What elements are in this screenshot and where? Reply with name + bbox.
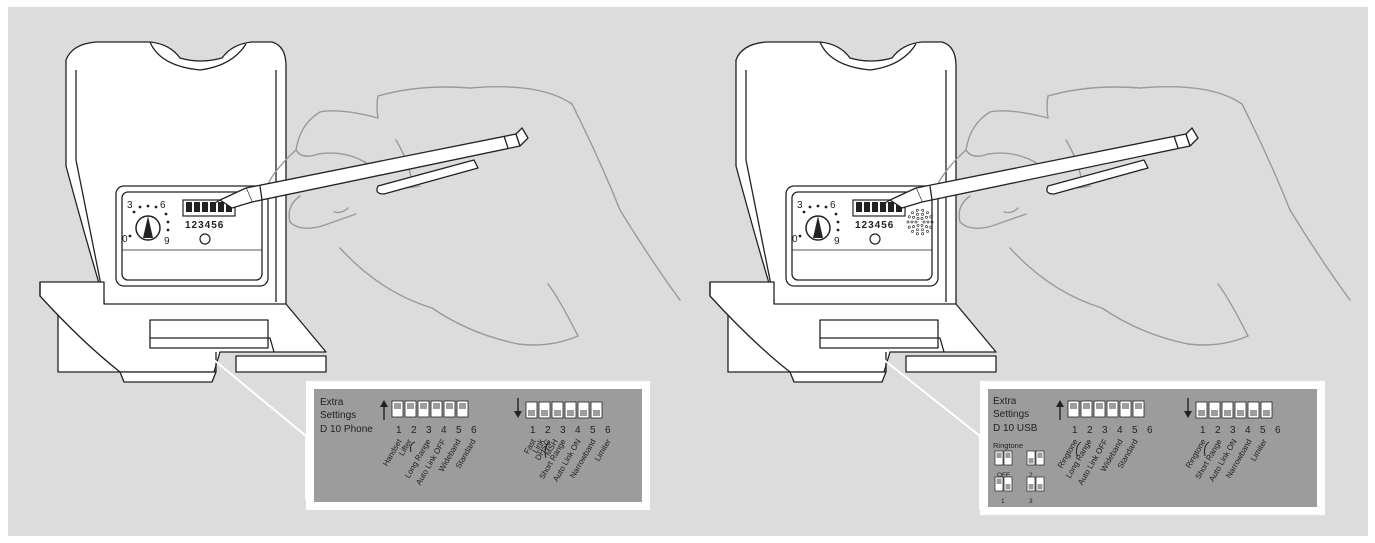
dip-switch-4 <box>1235 402 1246 418</box>
callout-title-line-2: Settings <box>320 410 356 421</box>
ringtone-option-2: 2 <box>1029 472 1033 479</box>
dip-switch-1 <box>392 401 403 417</box>
switch-number-3: 3 <box>1230 425 1236 436</box>
ringtone-option-off: OFF <box>997 472 1010 479</box>
dip-switch-1 <box>526 402 537 418</box>
dip-switch-1 <box>1196 402 1207 418</box>
switch-number-1: 1 <box>530 425 536 436</box>
dial-label-9: 9 <box>164 236 170 247</box>
ringtone-option-3: 3 <box>1029 498 1033 505</box>
switch-number-5: 5 <box>590 425 596 436</box>
switch-number-3: 3 <box>1102 425 1108 436</box>
switch-number-3: 3 <box>426 425 432 436</box>
switch-number-1: 1 <box>396 425 402 436</box>
dip-switch-6 <box>1261 402 1272 418</box>
dip-switch-2 <box>539 402 550 418</box>
dip-switch-4 <box>431 401 442 417</box>
dip-switch-4 <box>1107 401 1118 417</box>
dip-switch-2 <box>405 401 416 417</box>
switch-number-3: 3 <box>560 425 566 436</box>
dip-switch-4 <box>565 402 576 418</box>
ringtone-legend-title: Ringtone <box>993 441 1023 450</box>
switch-number-6: 6 <box>1147 425 1153 436</box>
dip-switch-5 <box>1248 402 1259 418</box>
callout-title-line-3: D 10 USB <box>993 423 1038 434</box>
callout-title-line-1: Extra <box>993 396 1017 407</box>
dip-switch-6 <box>457 401 468 417</box>
switch-number-4: 4 <box>441 425 447 436</box>
switch-number-2: 2 <box>545 425 551 436</box>
dial-label-6: 6 <box>160 200 166 211</box>
switch-number-6: 6 <box>1275 425 1281 436</box>
switch-number-5: 5 <box>456 425 462 436</box>
ringtone-option-1: 1 <box>1001 498 1005 505</box>
callout-title-line-1: Extra <box>320 397 344 408</box>
switch-number-2: 2 <box>1087 425 1093 436</box>
dial-label-0: 0 <box>122 234 128 245</box>
dial-label-6: 6 <box>830 200 836 211</box>
dial-label-9: 9 <box>834 236 840 247</box>
dip-switch-5 <box>444 401 455 417</box>
callout-title-line-2: Settings <box>993 409 1029 420</box>
switch-numbers: 123456 <box>855 220 894 231</box>
dial-label-3: 3 <box>127 200 133 211</box>
switch-numbers: 123456 <box>185 220 224 231</box>
switch-number-2: 2 <box>1215 425 1221 436</box>
dip-switch-1 <box>1068 401 1079 417</box>
switch-number-4: 4 <box>1245 425 1251 436</box>
dip-switch-3 <box>1094 401 1105 417</box>
dip-switch-3 <box>418 401 429 417</box>
dip-switch-6 <box>591 402 602 418</box>
dip-switch-3 <box>552 402 563 418</box>
dip-switch-2 <box>1209 402 1220 418</box>
switch-number-5: 5 <box>1260 425 1266 436</box>
dip-switch-3 <box>1222 402 1233 418</box>
dip-switch-5 <box>1120 401 1131 417</box>
dial-label-0: 0 <box>792 234 798 245</box>
switch-number-1: 1 <box>1200 425 1206 436</box>
dip-switch-5 <box>578 402 589 418</box>
switch-number-6: 6 <box>471 425 477 436</box>
switch-number-4: 4 <box>575 425 581 436</box>
switch-number-5: 5 <box>1132 425 1138 436</box>
switch-number-6: 6 <box>605 425 611 436</box>
dip-switch-6 <box>1133 401 1144 417</box>
dial-label-3: 3 <box>797 200 803 211</box>
dip-switch-2 <box>1081 401 1092 417</box>
switch-number-1: 1 <box>1072 425 1078 436</box>
switch-number-4: 4 <box>1117 425 1123 436</box>
callout-title-line-3: D 10 Phone <box>320 424 373 435</box>
switch-number-2: 2 <box>411 425 417 436</box>
